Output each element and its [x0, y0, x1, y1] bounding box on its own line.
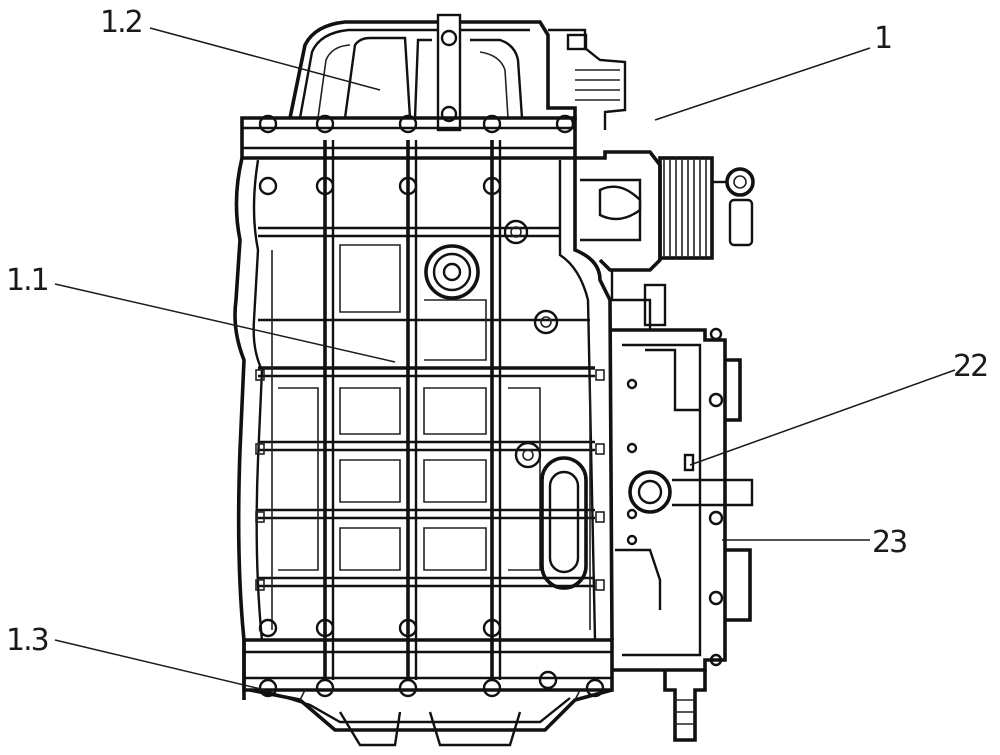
label-1.2: 1.2: [100, 5, 142, 40]
label-22: 22: [953, 349, 987, 384]
main-case-part: [235, 116, 612, 700]
top-cover-part: [290, 15, 625, 130]
leader-line-1: [655, 48, 870, 120]
bottom-cover-part: [250, 690, 612, 745]
pulley-shaft-part: [575, 152, 753, 330]
label-1.3: 1.3: [6, 623, 48, 658]
side-module-part: [612, 329, 752, 740]
label-1: 1: [874, 21, 891, 56]
label-23: 23: [872, 525, 906, 560]
leader-line-22: [690, 370, 955, 465]
leader-line-1.1: [55, 284, 395, 362]
leader-line-1.3: [55, 640, 265, 690]
label-1.1: 1.1: [6, 263, 48, 298]
leader-line-1.2: [150, 28, 380, 90]
